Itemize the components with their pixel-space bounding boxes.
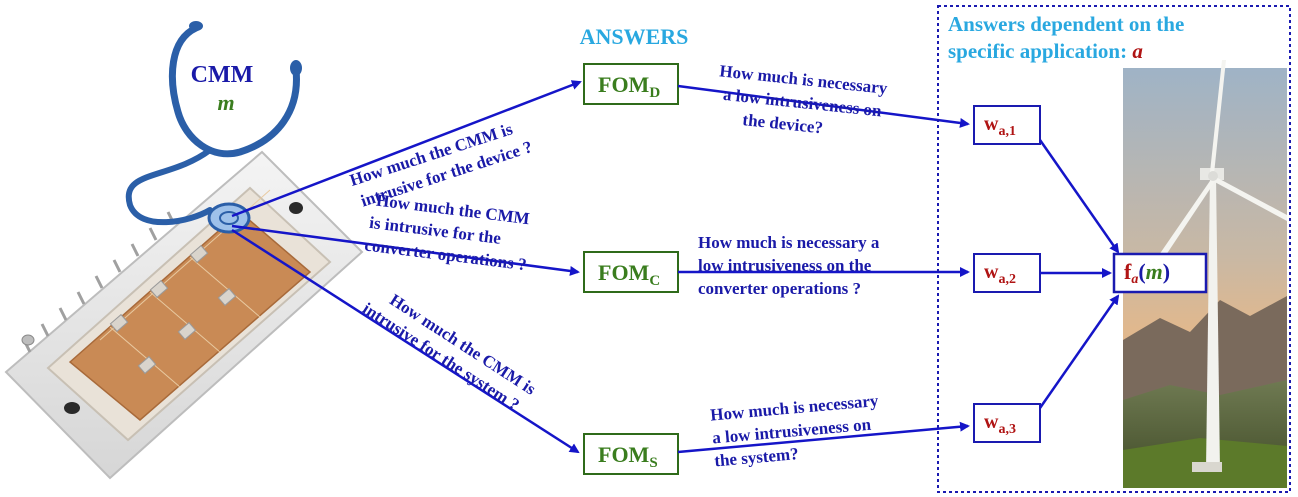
necessity-converter-line2: low intrusiveness on the <box>698 256 872 275</box>
weight-w1-sub: a,1 <box>998 124 1016 139</box>
fom-s-sub: S <box>649 455 657 471</box>
necessity-arrows <box>677 84 970 454</box>
power-module-image <box>4 150 364 480</box>
cmm-variable: m <box>217 90 234 115</box>
result-function-box: fa(m) <box>1112 252 1208 294</box>
stethoscope-icon <box>125 21 302 234</box>
fom-s-box: FOMS <box>583 433 679 475</box>
necessity-system: How much is necessary a low intrusivenes… <box>709 391 879 470</box>
fom-d-base: FOM <box>598 72 650 97</box>
weight-w2-box: wa,2 <box>973 253 1041 293</box>
panel-title-line1: Answers dependent on the <box>948 12 1184 36</box>
weight-w3-sub: a,3 <box>998 422 1016 437</box>
svg-text:wa,2: wa,2 <box>984 261 1016 287</box>
svg-text:FOMS: FOMS <box>598 442 658 471</box>
result-open-paren: ( <box>1138 259 1145 284</box>
panel-title-variable: a <box>1132 39 1143 63</box>
svg-text:wa,1: wa,1 <box>984 113 1016 139</box>
arrow-to-fom-d <box>231 80 582 218</box>
fom-c-sub: C <box>649 273 660 289</box>
question-arrows <box>231 80 582 454</box>
weight-w2-sub: a,2 <box>998 272 1016 287</box>
answers-header: ANSWERS <box>580 24 689 49</box>
necessity-device: How much is necessary a low intrusivenes… <box>719 61 889 137</box>
question-converter-line3: converter operations ? <box>364 235 528 274</box>
result-variable: m <box>1146 259 1163 284</box>
necessity-converter-line3: converter operations ? <box>698 279 861 298</box>
fom-c-box: FOMC <box>583 251 679 293</box>
necessity-converter: How much is necessary a low intrusivenes… <box>698 233 880 298</box>
fom-d-box: FOMD <box>583 63 679 105</box>
question-converter: How much the CMM is intrusive for the co… <box>364 191 531 275</box>
arrow-w1-to-f <box>1038 139 1120 254</box>
result-close-paren: ) <box>1163 259 1170 284</box>
arrow-to-fom-s <box>231 228 580 454</box>
necessity-device-line3: the device? <box>742 110 824 137</box>
weight-arrows <box>1038 139 1120 409</box>
fom-s-base: FOM <box>598 442 650 467</box>
weight-w3-box: wa,3 <box>973 403 1041 443</box>
arrow-to-fom-c <box>231 224 580 276</box>
arrow-to-w1 <box>677 84 970 128</box>
weight-w3-base: w <box>984 411 999 433</box>
svg-text:fa(m): fa(m) <box>1124 259 1170 287</box>
weight-w1-base: w <box>984 113 999 135</box>
arrow-w3-to-f <box>1038 294 1120 409</box>
fom-d-sub: D <box>649 85 660 101</box>
svg-text:FOMC: FOMC <box>598 260 660 289</box>
application-panel <box>937 5 1291 493</box>
panel-title-text: specific application: <box>948 39 1132 63</box>
arrow-to-w3 <box>677 421 970 454</box>
question-device: How much the CMM is intrusive for the de… <box>347 119 534 210</box>
panel-title-line2: specific application: a <box>948 39 1143 63</box>
weight-w2-base: w <box>984 261 999 283</box>
result-sub: a <box>1131 272 1138 287</box>
cmm-label: CMM <box>191 62 254 88</box>
question-system: How much the CMM is intrusive for the sy… <box>359 290 539 414</box>
svg-text:wa,3: wa,3 <box>984 411 1016 437</box>
fom-c-base: FOM <box>598 260 650 285</box>
result-f: f <box>1124 259 1132 284</box>
weight-w1-box: wa,1 <box>973 105 1041 145</box>
svg-text:FOMD: FOMD <box>598 72 660 101</box>
necessity-converter-line1: How much is necessary a <box>698 233 880 252</box>
